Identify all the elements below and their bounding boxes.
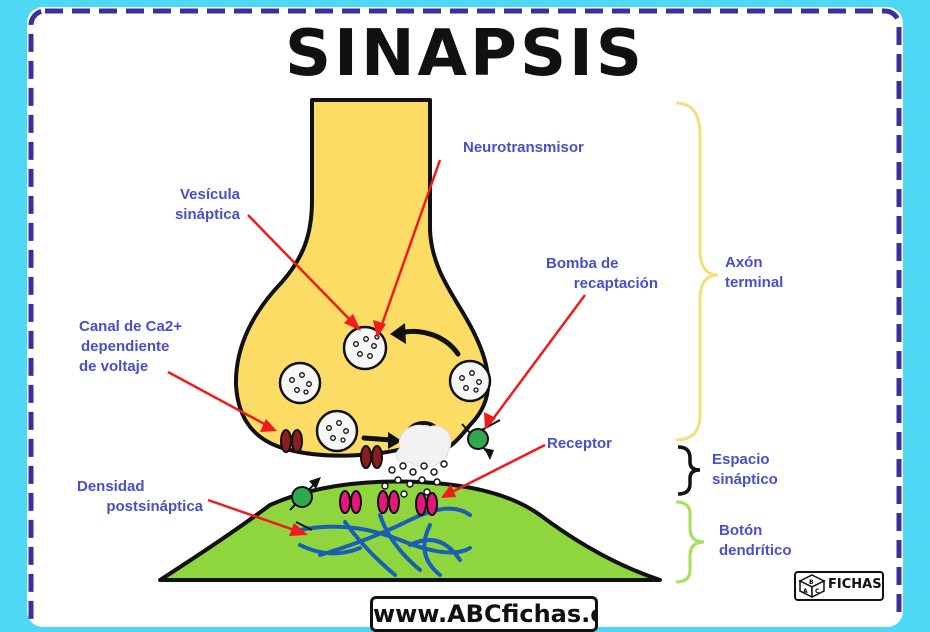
synaptic-vesicles xyxy=(278,325,492,453)
vesicle-neurotransmitters xyxy=(289,334,482,443)
brand-text: FICHAS xyxy=(828,577,882,592)
vesicle xyxy=(448,359,492,403)
release-cloud xyxy=(395,424,452,468)
vesicle xyxy=(278,361,322,405)
brace-boton xyxy=(675,500,705,584)
recycling-arrow xyxy=(397,328,461,357)
abc-cube-icon: B A C xyxy=(798,574,826,598)
arrow-densidad xyxy=(207,498,301,534)
brace-espacio xyxy=(677,445,701,496)
label-densidad-postsinaptica: Densidad postsináptica xyxy=(77,478,203,515)
label-receptor: Receptor xyxy=(547,435,613,452)
website-url[interactable]: www.ABCfichas.com xyxy=(370,596,598,632)
diagram-title: SINAPSIS xyxy=(285,17,645,91)
exocytosis-arrow xyxy=(361,435,395,443)
label-bomba-recaptacion: Bomba de recaptación xyxy=(546,255,658,292)
axon-terminal xyxy=(233,98,491,458)
calcium-channels xyxy=(280,429,383,469)
dendritic-button xyxy=(158,479,662,582)
arrow-canal xyxy=(167,370,271,429)
brand-logo: B A C FICHAS xyxy=(794,571,884,601)
arrow-bomba xyxy=(488,294,587,424)
released-neurotransmitters xyxy=(381,460,448,498)
label-canal-calcio: Canal de Ca2+ dependiente de voltaje xyxy=(79,318,182,375)
arrow-receptor xyxy=(447,443,546,496)
postsynaptic-receptors xyxy=(339,490,438,516)
region-axon-terminal: Axón terminal xyxy=(725,254,784,291)
recycling-arrowhead xyxy=(390,323,406,344)
pointer-arrows xyxy=(167,159,587,534)
region-boton-dendritico: Botón dendrítico xyxy=(719,522,792,559)
exocytosis-arrowhead xyxy=(388,432,402,449)
vesicle xyxy=(315,409,359,453)
arrow-vesicula xyxy=(247,214,356,326)
cube-letter-a: A xyxy=(803,588,808,595)
pointer-arrowheads xyxy=(260,314,496,536)
label-vesicula-sinaptica: Vesícula sináptica xyxy=(174,186,240,223)
dashed-frame xyxy=(28,8,902,620)
cube-letter-c: C xyxy=(815,588,820,595)
label-neurotransmisor: Neurotransmisor xyxy=(463,139,584,156)
arrow-neurotransmisor xyxy=(378,159,442,331)
postsynaptic-density-filaments xyxy=(298,506,472,577)
brace-axon xyxy=(675,101,719,442)
region-espacio-sinaptico: Espacio sináptico xyxy=(712,451,778,488)
reuptake-pumps xyxy=(289,419,501,531)
cube-letter-b: B xyxy=(809,579,814,586)
